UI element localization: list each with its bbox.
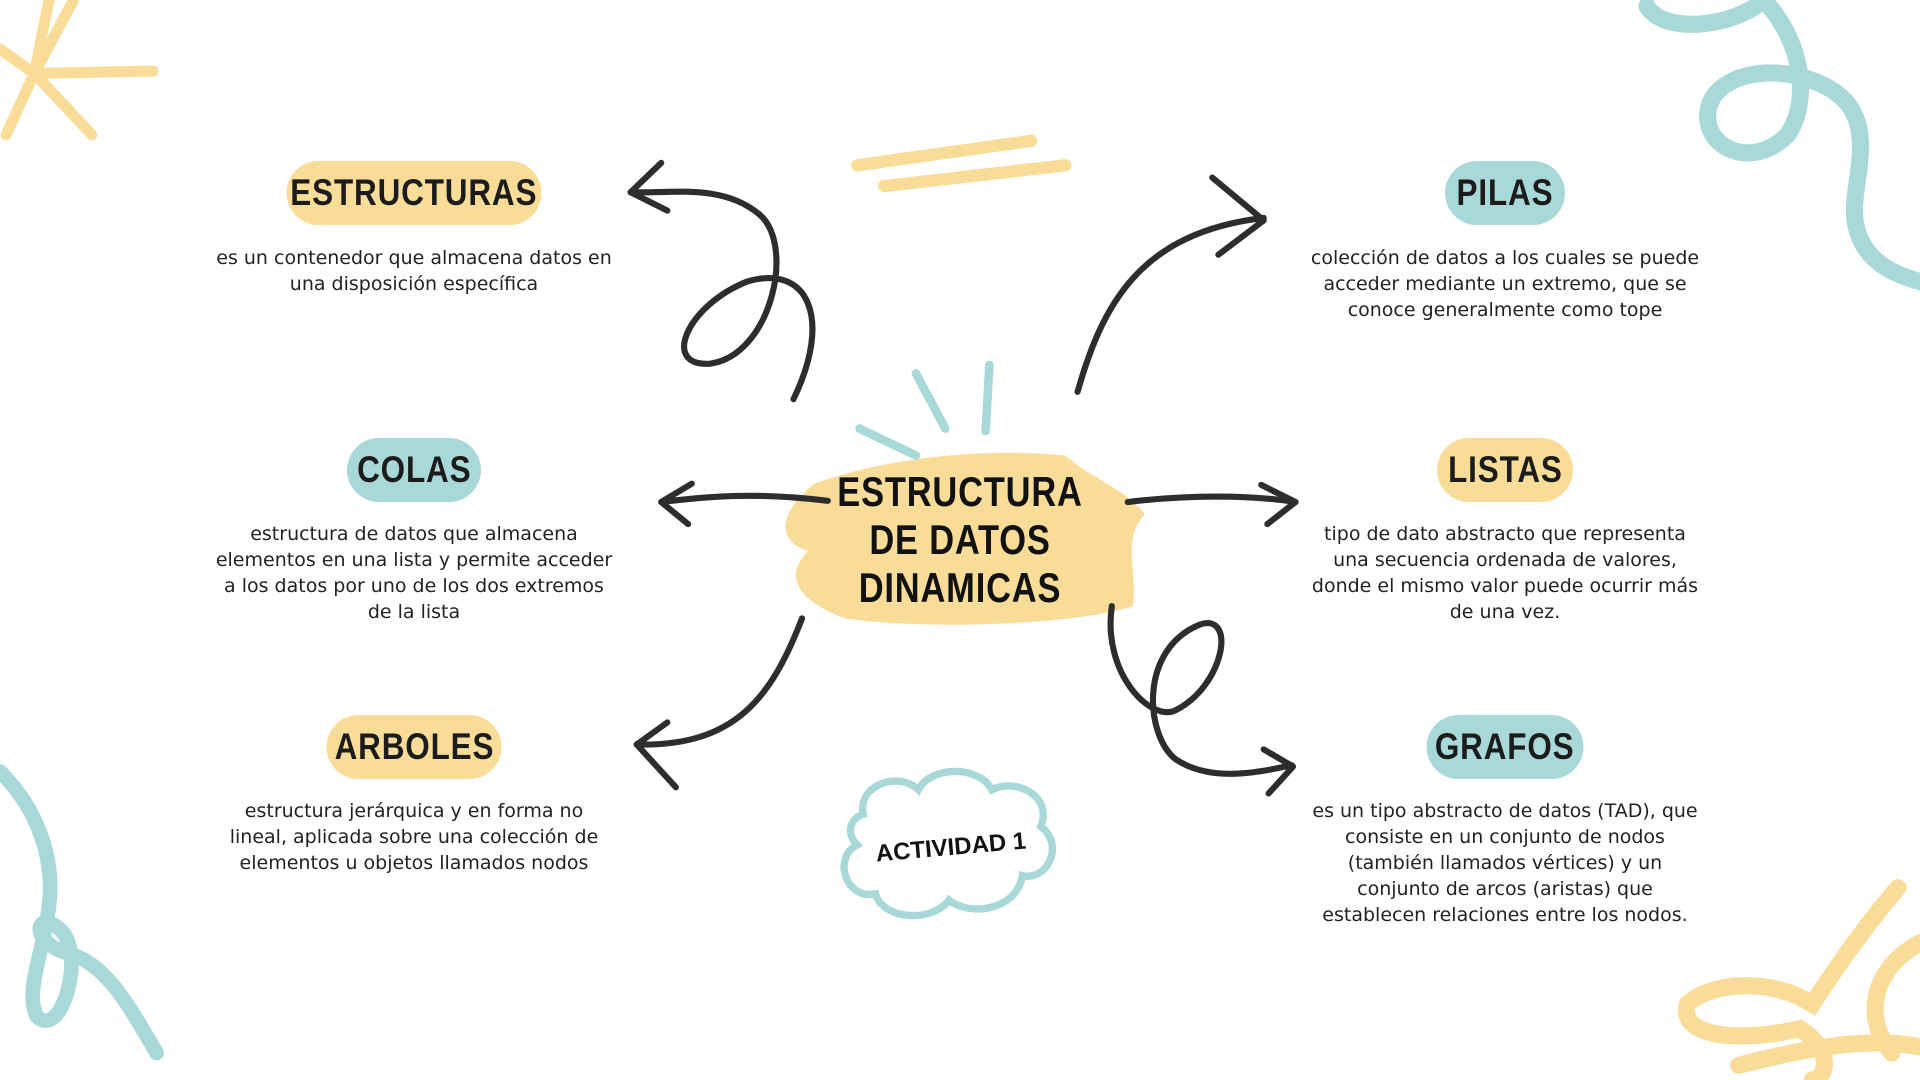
node-arboles-title: ARBOLES xyxy=(326,715,502,779)
burst-strokes xyxy=(855,360,994,460)
node-listas-desc: tipo de dato abstracto que representa un… xyxy=(1311,523,1699,623)
node-title-text: ARBOLES xyxy=(334,726,494,767)
node-estructuras-desc: es un contenedor que almacena datos en u… xyxy=(216,247,612,295)
arrow-to-grafos xyxy=(1107,603,1297,797)
center-paint-blob xyxy=(785,452,1145,625)
node-pilas-desc: colección de datos a los cuales se puede… xyxy=(1310,247,1700,321)
node-title-text: COLAS xyxy=(356,449,472,490)
cloud-shape xyxy=(840,767,1056,920)
node-title-text: ESTRUCTURAS xyxy=(290,172,538,213)
node-listas-title: LISTAS xyxy=(1437,438,1573,502)
main-title: ESTRUCTURA DE DATOS DINAMICAS xyxy=(810,468,1109,612)
squiggle-doodle-bottom-left xyxy=(0,764,165,1061)
node-estructuras-title: ESTRUCTURAS xyxy=(286,161,542,225)
arrow-to-pilas xyxy=(1074,174,1267,395)
star-doodle-top-left xyxy=(0,0,159,141)
arrow-to-arboles xyxy=(633,615,806,791)
scribble-doodle-bottom-right xyxy=(1677,879,1920,1080)
node-title-text: PILAS xyxy=(1456,172,1554,213)
main-title-line: DINAMICAS xyxy=(858,564,1062,611)
node-arboles-desc: estructura jerárquica y en forma no line… xyxy=(229,800,599,874)
arrow-to-colas xyxy=(658,480,831,528)
node-pilas-title: PILAS xyxy=(1445,161,1565,225)
main-title-line: DE DATOS xyxy=(869,516,1051,563)
node-colas-title: COLAS xyxy=(347,438,481,502)
main-title-line: ESTRUCTURA xyxy=(837,468,1083,515)
arrow-to-estructuras xyxy=(627,159,816,403)
node-title-text: GRAFOS xyxy=(1435,726,1575,767)
node-colas-desc: estructura de datos que almacena element… xyxy=(215,523,613,623)
highlight-strokes-top xyxy=(851,134,1072,193)
node-grafos-title: GRAFOS xyxy=(1426,715,1584,779)
arrow-to-listas xyxy=(1124,481,1299,528)
node-title-text: LISTAS xyxy=(1447,449,1563,490)
spiral-doodle-top-right xyxy=(1638,0,1920,291)
node-grafos-desc: es un tipo abstracto de datos (TAD), que… xyxy=(1312,800,1698,926)
